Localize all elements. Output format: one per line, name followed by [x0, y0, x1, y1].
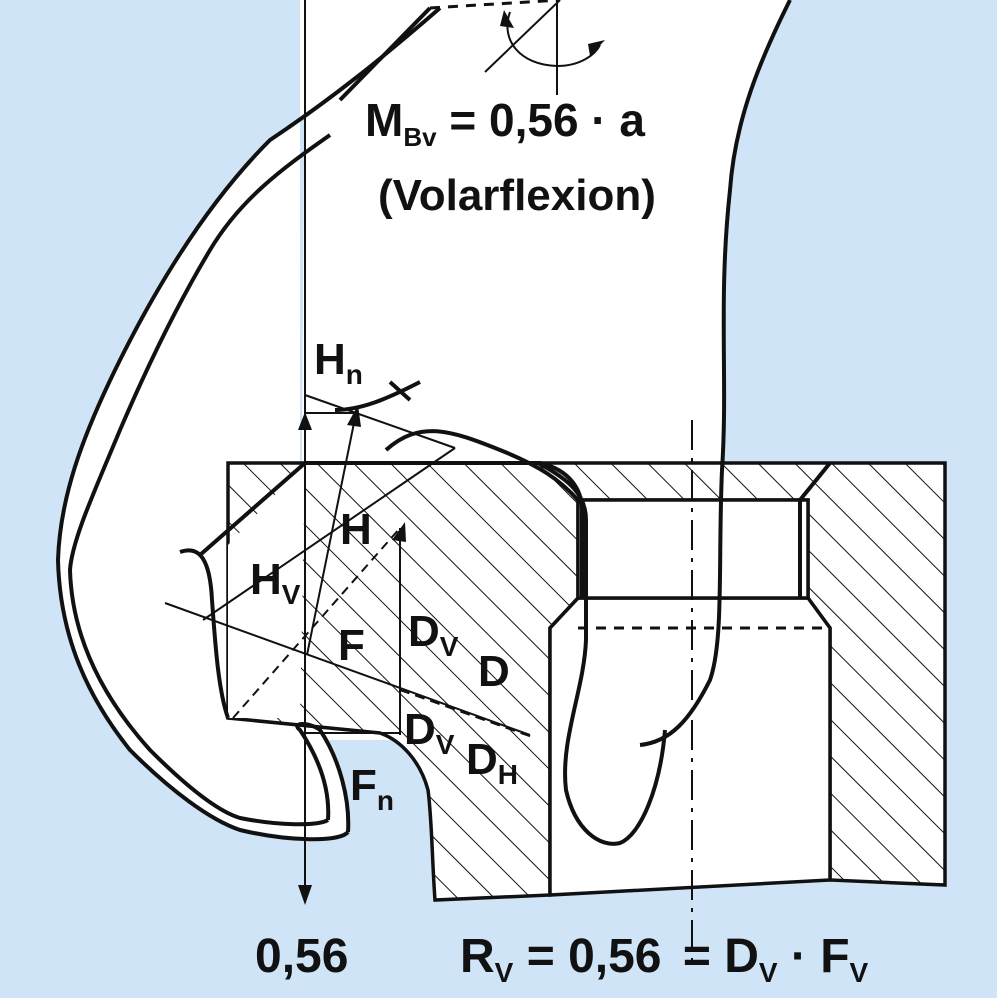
thumb-outline: [55, 6, 442, 842]
moment-upper-edge: [338, 6, 432, 102]
nail-curve: [334, 380, 421, 412]
arrow-up-hn: [298, 412, 312, 430]
label-D: D: [478, 647, 510, 696]
label-Fn: Fn: [350, 761, 394, 816]
label-F: F: [338, 621, 365, 670]
H-vector: [306, 412, 357, 656]
label-volarflexion: (Volarflexion): [378, 171, 656, 220]
label-moment-formula: MBv = 0,56 · a: [365, 94, 645, 152]
moment-axis-line: [484, 0, 561, 73]
label-Dv-lower: DV: [404, 705, 455, 760]
chamfer-line: [798, 461, 832, 502]
label-056: 0,56: [255, 930, 348, 983]
fingertip: [537, 461, 667, 846]
arrow-down-056: [298, 885, 312, 905]
hand-outline: [639, 0, 792, 747]
label-Hv: HV: [250, 555, 301, 610]
finger-left-curve: [179, 548, 230, 719]
H-arrowhead: [347, 405, 361, 427]
label-reaction-formula: RV = 0,56 = DV · FV: [460, 930, 869, 988]
thumb-inner: [67, 133, 332, 827]
moment-dashed-line: [429, 0, 561, 10]
normal-line-dash: [399, 689, 536, 739]
nail-tick: [388, 380, 412, 402]
normal-line-F: [164, 602, 531, 736]
object-bore: [548, 596, 832, 897]
moment-arrow-right: [588, 40, 605, 56]
label-Dh: DH: [466, 735, 518, 790]
label-Dv-upper: DV: [408, 607, 459, 662]
contact-pad: [228, 463, 305, 718]
D-vector-dashed: [232, 527, 401, 719]
label-H: H: [340, 505, 372, 554]
Hv-vector: [202, 447, 456, 621]
hand-fill: [58, 0, 440, 838]
label-Hn: Hn: [314, 335, 363, 390]
moment-arc: [506, 11, 601, 68]
Hn-line: [304, 394, 456, 449]
moment-arrow-top: [500, 10, 514, 28]
